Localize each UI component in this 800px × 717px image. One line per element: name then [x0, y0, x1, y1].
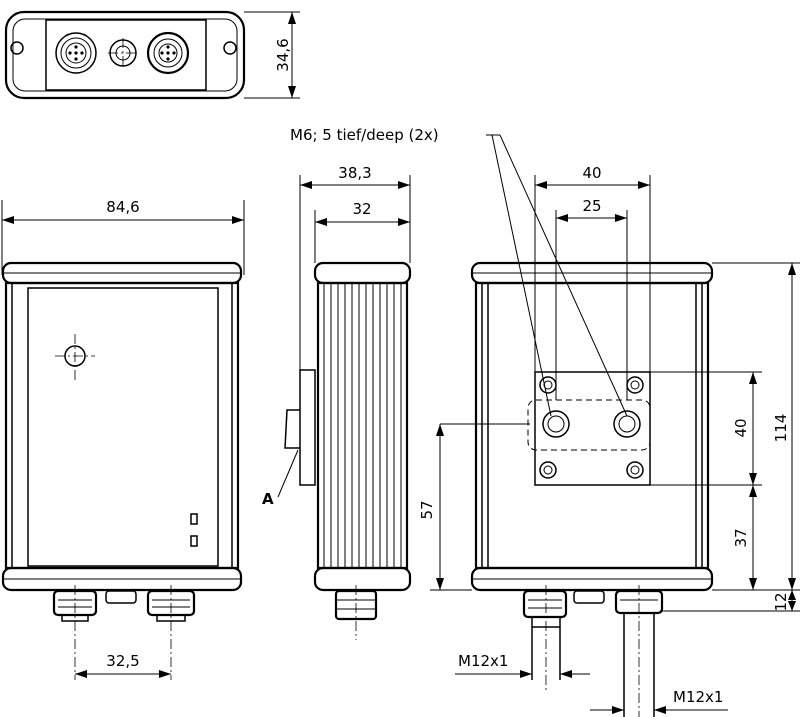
thread-callout-1: M12x1 — [455, 652, 590, 678]
front-view: 84,6 — [1, 198, 245, 680]
label-back-span-inner: 25 — [582, 197, 601, 215]
front-crosshair-hole — [55, 334, 95, 380]
front-led-2 — [190, 535, 198, 547]
label-side-depth-body: 32 — [352, 200, 371, 218]
back-screw-tl — [539, 376, 557, 394]
front-cover — [27, 287, 219, 567]
dim-connector-spacing: 32,5 — [74, 585, 172, 680]
label-back-vertical-40: 40 — [732, 418, 750, 437]
side-connector — [334, 585, 378, 640]
leader-1 — [491, 134, 552, 417]
side-top-rail — [313, 261, 412, 285]
back-body — [474, 281, 710, 570]
top-view: 34,6 — [4, 10, 300, 100]
dim-back-height-57: 57 — [418, 424, 472, 591]
dim-side-depth-total: 38,3 — [299, 164, 411, 390]
back-view: M6; 5 tief/deep (2x) 40 25 — [290, 126, 800, 717]
back-thread-hole-left — [440, 410, 570, 438]
label-side-depth-total: 38,3 — [338, 164, 371, 182]
dim-back-height-114: 114 — [772, 263, 796, 590]
label-thread-1: M12x1 — [458, 652, 508, 670]
thread-callout-2: M12x1 — [590, 688, 728, 714]
label-back-height-37: 37 — [732, 528, 750, 547]
top-indicator — [108, 38, 138, 68]
top-connector-right — [146, 31, 190, 75]
dim-back-height-37: 37 — [732, 485, 757, 590]
back-screw-br — [626, 461, 644, 479]
top-connector-left — [55, 32, 97, 74]
dim-side-depth-body: 32 — [314, 200, 410, 263]
back-mount-plate — [534, 371, 651, 486]
front-connector-middle — [105, 590, 137, 604]
label-back-span-outer: 40 — [582, 164, 601, 182]
front-body — [4, 281, 240, 570]
dim-top-height: 34,6 — [244, 11, 300, 99]
label-thread-2: M12x1 — [673, 688, 723, 706]
back-mount-plate-hidden — [527, 399, 651, 451]
top-view-outline — [4, 10, 246, 100]
label-detail-a: A — [262, 490, 274, 508]
back-connector-middle — [573, 590, 605, 604]
dim-connector-length-12: 12 — [772, 590, 796, 612]
label-front-width: 84,6 — [106, 198, 139, 216]
label-thread-note: M6; 5 tief/deep (2x) — [290, 126, 439, 144]
label-connector-spacing: 32,5 — [106, 652, 139, 670]
side-view: 38,3 32 — [262, 164, 412, 640]
side-cooling-fins — [323, 283, 402, 568]
label-back-height-114: 114 — [772, 414, 790, 443]
dim-front-width: 84,6 — [1, 198, 245, 275]
dim-back-vertical-40: 40 — [732, 372, 757, 485]
back-screw-bl — [539, 461, 557, 479]
detail-marker-a: A — [262, 449, 299, 508]
front-led-1 — [190, 513, 198, 525]
side-mount-bracket — [299, 369, 316, 486]
top-mount-hole-left — [10, 41, 24, 55]
back-screw-tr — [626, 376, 644, 394]
back-connector-left — [522, 585, 568, 690]
label-connector-length-12: 12 — [772, 592, 790, 611]
top-mount-hole-right — [223, 41, 237, 55]
side-bracket-clip — [284, 409, 300, 449]
back-connector-right — [614, 585, 664, 717]
leader-2 — [499, 134, 628, 417]
back-thread-hole-right — [613, 410, 641, 438]
dim-back-span-inner: 25 — [555, 197, 628, 400]
label-back-height-57: 57 — [418, 500, 436, 519]
top-view-inner-outline — [12, 18, 238, 92]
label-top-height: 34,6 — [274, 38, 292, 71]
top-view-panel — [45, 19, 207, 91]
side-bottom-rail — [313, 566, 412, 592]
